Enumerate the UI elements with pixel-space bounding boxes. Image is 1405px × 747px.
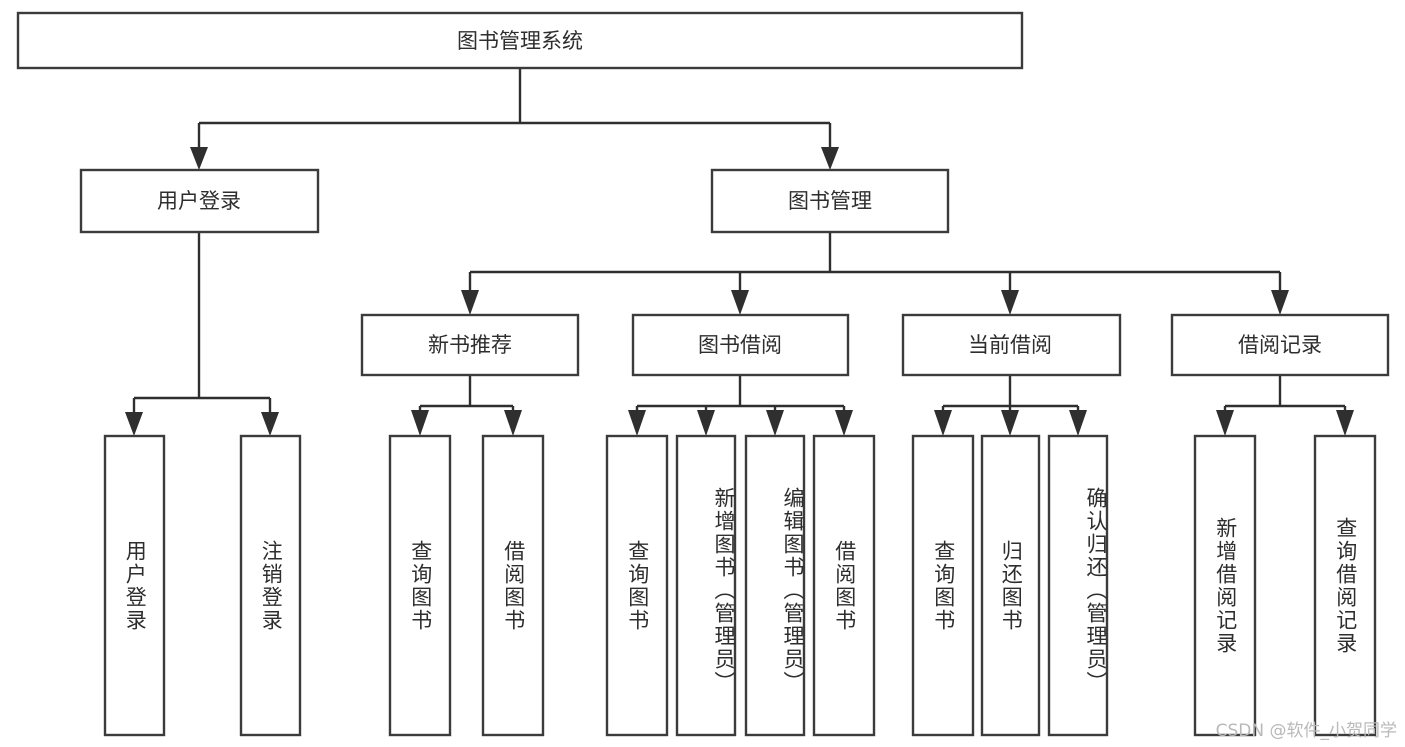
arrowhead-book-management <box>821 147 839 170</box>
node-new-book-recommend-label: 新书推荐 <box>428 333 512 357</box>
arrowhead-user-login <box>190 147 208 170</box>
arrowhead-borrow-record <box>1271 290 1289 315</box>
node-leaf-user-login-box[interactable] <box>103 434 166 737</box>
node-root-box[interactable] <box>16 11 1024 70</box>
arrowhead-leaf-return-book <box>1001 410 1019 436</box>
arrowhead-leaf-query-book-1 <box>411 410 429 436</box>
node-leaf-query-book-3-box[interactable] <box>911 434 975 737</box>
node-borrow-record[interactable]: 借阅记录 <box>1170 313 1390 377</box>
node-leaf-query-book-1-box[interactable] <box>388 434 452 737</box>
node-book-borrow[interactable]: 图书借阅 <box>631 313 850 377</box>
arrowhead-new-book-recommend <box>461 290 479 315</box>
node-book-management-label: 图书管理 <box>788 189 872 213</box>
connector-group-user-login <box>125 232 279 436</box>
connector-group-book-borrow <box>628 375 853 436</box>
node-book-borrow-box[interactable] <box>631 313 850 377</box>
connector-group-current-borrow <box>934 375 1087 436</box>
node-leaf-borrow-book-1-box[interactable] <box>481 434 545 737</box>
arrowhead-leaf-user-login <box>125 412 143 436</box>
arrowhead-current-borrow <box>1001 290 1019 315</box>
node-current-borrow[interactable]: 当前借阅 <box>901 313 1122 377</box>
node-leaf-add-book-box[interactable] <box>675 434 737 737</box>
node-root-label: 图书管理系统 <box>457 29 583 53</box>
arrowhead-leaf-edit-book <box>766 410 784 436</box>
node-current-borrow-label: 当前借阅 <box>968 333 1052 357</box>
node-leaf-confirm-return-box[interactable] <box>1047 434 1109 737</box>
arrowhead-book-borrow <box>731 290 749 315</box>
arrowhead-leaf-borrow-book-1 <box>504 410 522 436</box>
node-leaf-return-book-box[interactable] <box>980 434 1041 737</box>
node-leaf-add-record-box[interactable] <box>1193 434 1257 737</box>
csdn-watermark: CSDN @软件_小贺同学 <box>1215 721 1397 741</box>
node-user-login-label: 用户登录 <box>157 189 241 213</box>
node-user-login-box[interactable] <box>79 168 320 234</box>
arrowhead-leaf-confirm-return <box>1069 410 1087 436</box>
node-current-borrow-box[interactable] <box>901 313 1122 377</box>
arrowhead-leaf-query-record <box>1336 410 1354 436</box>
arrowhead-leaf-query-book-2 <box>628 410 646 436</box>
node-user-login[interactable]: 用户登录 <box>79 168 320 234</box>
connector-group-root <box>190 68 839 170</box>
node-leaf-borrow-book-2-box[interactable] <box>812 434 876 737</box>
node-root[interactable]: 图书管理系统 <box>16 11 1024 70</box>
node-leaf-logout-login-box[interactable] <box>239 434 302 737</box>
arrowhead-leaf-add-book <box>697 410 715 436</box>
node-borrow-record-box[interactable] <box>1170 313 1390 377</box>
node-new-book-recommend-box[interactable] <box>360 313 580 377</box>
node-leaf-query-book-2-box[interactable] <box>605 434 669 737</box>
arrowhead-leaf-borrow-book-2 <box>835 410 853 436</box>
node-borrow-record-label: 借阅记录 <box>1238 333 1322 357</box>
arrowhead-leaf-query-book-3 <box>934 410 952 436</box>
connector-group-new-book-recommend <box>411 375 522 436</box>
node-book-management-box[interactable] <box>710 168 950 234</box>
node-book-management[interactable]: 图书管理 <box>710 168 950 234</box>
arrowhead-leaf-logout-login <box>261 412 279 436</box>
node-book-borrow-label: 图书借阅 <box>698 333 782 357</box>
node-leaf-edit-book-box[interactable] <box>744 434 806 737</box>
connector-group-book-management <box>461 232 1289 315</box>
node-leaf-query-record-box[interactable] <box>1313 434 1377 737</box>
arrowhead-leaf-add-record <box>1216 410 1234 436</box>
node-new-book-recommend[interactable]: 新书推荐 <box>360 313 580 377</box>
connector-group-borrow-record <box>1216 375 1354 436</box>
